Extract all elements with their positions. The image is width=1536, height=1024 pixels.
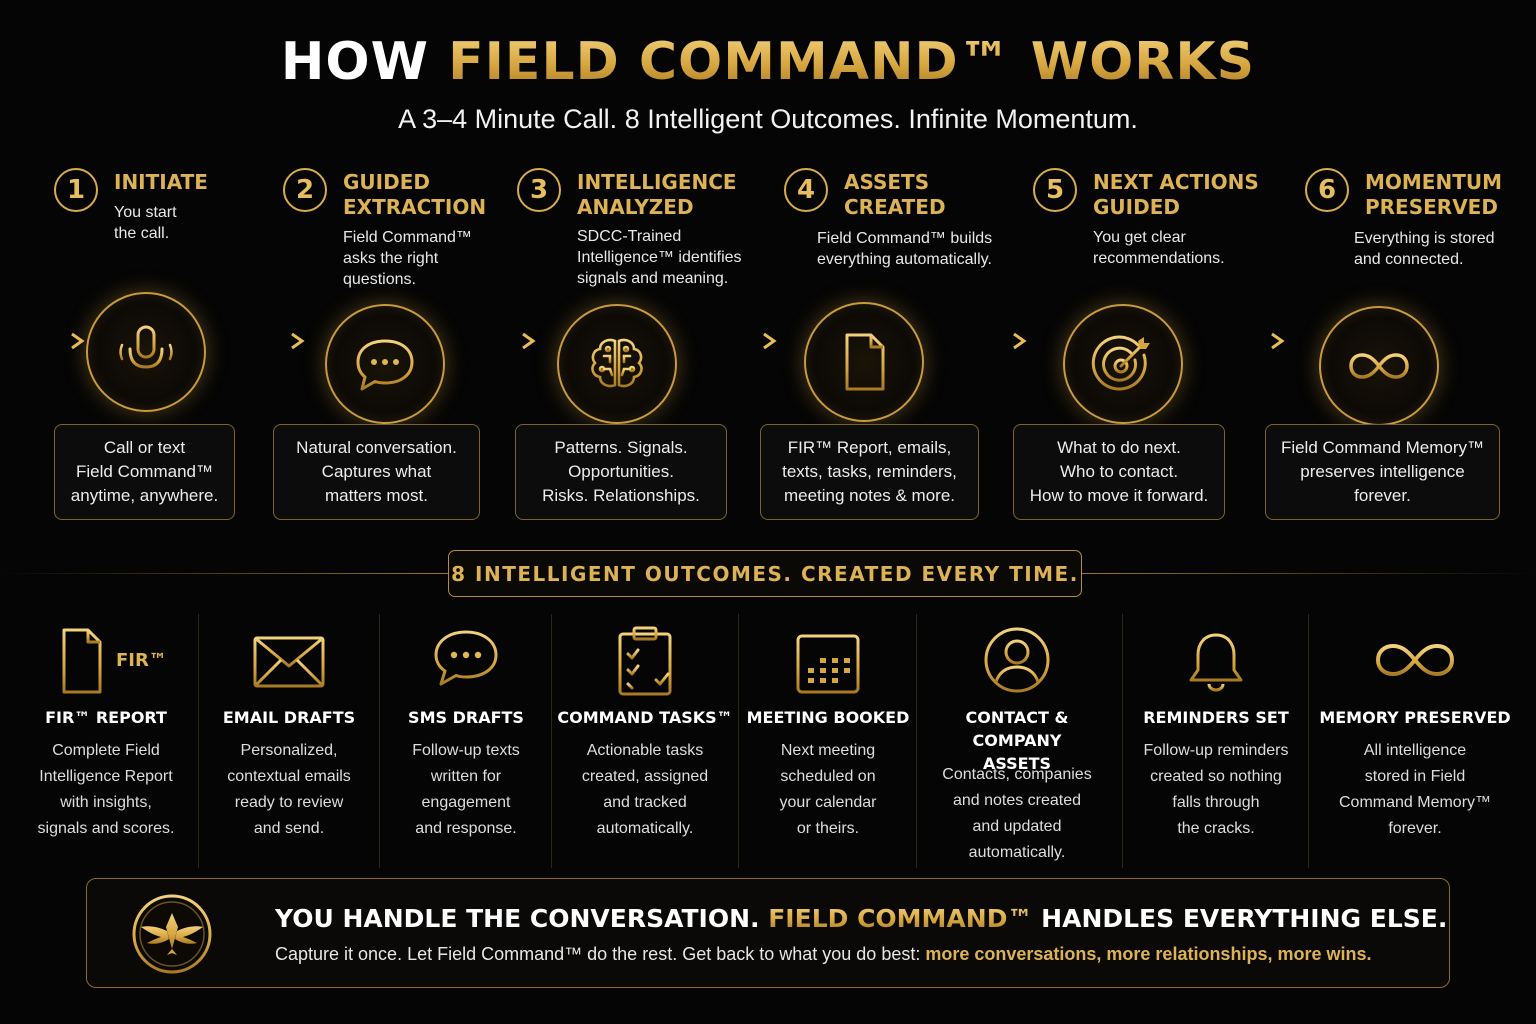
step-detail-box: Call or text Field Command™ anytime, any… <box>54 424 235 520</box>
section-divider <box>0 573 448 574</box>
winged-emblem-icon <box>132 894 212 974</box>
step-initiate: 1 INITIATE You start the call. Call or t… <box>54 166 304 526</box>
outcome-description: Complete Field Intelligence Report with … <box>37 742 175 837</box>
outcome-separator <box>1308 614 1309 868</box>
step-next-actions-guided: 5 NEXT ACTIONS GUIDED You get clear reco… <box>1013 166 1283 526</box>
outcome-description: Actionable tasks created, assigned and t… <box>581 742 709 837</box>
step-number: 4 <box>784 168 828 212</box>
step-description: Everything is stored and connected. <box>1354 230 1495 268</box>
page-title: HOW FIELD COMMAND™ WORKS <box>0 24 1536 100</box>
tagline-sub-highlight: more conversations, more relationships, … <box>925 944 1372 964</box>
outcome-sms-drafts: SMS DRAFTS Follow-up texts written for e… <box>384 612 548 874</box>
outcome-reminders-set: REMINDERS SET Follow-up reminders create… <box>1128 612 1304 874</box>
outcome-title: MEMORY PRESERVED <box>1319 708 1511 727</box>
step-description: Field Command™ asks the right questions. <box>343 229 472 288</box>
fir-icon-label: FIR™ <box>116 650 167 671</box>
outcome-title: EMAIL DRAFTS <box>222 708 356 727</box>
outcome-separator <box>551 614 552 868</box>
outcome-command-tasks: COMMAND TASKS™ Actionable tasks created,… <box>556 612 734 874</box>
flow-arrow <box>942 332 1027 350</box>
outcome-description: Personalized, contextual emails ready to… <box>227 742 351 837</box>
infinity-icon <box>1319 306 1439 426</box>
target-icon <box>1063 304 1183 424</box>
tagline-part: YOU HANDLE THE CONVERSATION. <box>275 904 769 933</box>
document-icon <box>804 302 924 422</box>
outcome-title: COMMAND TASKS™ <box>557 708 733 727</box>
flow-arrow <box>455 332 536 350</box>
outcome-email-drafts: EMAIL DRAFTS Personalized, contextual em… <box>204 612 374 874</box>
step-detail-box: Natural conversation. Captures what matt… <box>273 424 480 520</box>
step-title: INITIATE <box>114 170 208 194</box>
calendar-icon <box>743 620 913 700</box>
step-description: SDCC-Trained Intelligence™ identifies si… <box>577 228 742 287</box>
outcome-description: All intelligence stored in Field Command… <box>1338 742 1492 837</box>
step-momentum-preserved: 6 MOMENTUM PRESERVED Everything is store… <box>1265 166 1536 526</box>
step-title: GUIDED EXTRACTION <box>343 170 487 219</box>
outcome-memory-preserved: MEMORY PRESERVED All intelligence stored… <box>1314 612 1516 874</box>
outcome-title: CONTACT & COMPANY ASSETS <box>965 708 1069 773</box>
outcome-contact-company-assets: CONTACT & COMPANY ASSETS Contacts, compa… <box>920 612 1114 874</box>
step-intelligence-analyzed: 3 INTELLIGENCE ANALYZED SDCC-Trained Int… <box>515 166 767 526</box>
flow-arrow <box>22 332 85 350</box>
tagline-part: HANDLES EVERYTHING ELSE. <box>1032 904 1448 933</box>
outcome-title: REMINDERS SET <box>1143 708 1289 727</box>
outcome-separator <box>916 614 917 868</box>
flow-arrow <box>210 332 305 350</box>
outcome-description: Contacts, companies and notes created an… <box>942 766 1092 861</box>
title-highlight: FIELD COMMAND™ WORKS <box>448 32 1256 92</box>
tagline: YOU HANDLE THE CONVERSATION. FIELD COMMA… <box>275 902 1447 936</box>
outcome-separator <box>379 614 380 868</box>
fir-report-icon: FIR™ <box>20 620 192 700</box>
step-detail-box: What to do next. Who to contact. How to … <box>1013 424 1225 520</box>
step-number: 6 <box>1305 168 1349 212</box>
outcome-separator <box>738 614 739 868</box>
chat-bubble-icon <box>325 304 445 424</box>
outcome-title: FIR™ REPORT <box>45 708 167 727</box>
outcome-description: Follow-up texts written for engagement a… <box>412 742 520 837</box>
microphone-icon <box>86 292 206 412</box>
step-description: You start the call. <box>114 204 177 242</box>
clipboard-checklist-icon <box>556 620 734 700</box>
outcome-description: Next meeting scheduled on your calendar … <box>779 742 877 837</box>
outcome-meeting-booked: MEETING BOOKED Next meeting scheduled on… <box>743 612 913 874</box>
flow-arrow <box>696 332 777 350</box>
step-number: 2 <box>283 168 327 212</box>
chat-bubble-icon <box>384 620 548 700</box>
section-divider <box>1082 573 1536 574</box>
outcome-separator <box>1122 614 1123 868</box>
flow-arrow <box>1200 332 1285 350</box>
step-title: NEXT ACTIONS GUIDED <box>1093 170 1259 219</box>
outcome-title: SMS DRAFTS <box>408 708 524 727</box>
bell-icon <box>1128 620 1304 700</box>
page-subtitle: A 3–4 Minute Call. 8 Intelligent Outcome… <box>398 104 1138 134</box>
step-description: You get clear recommendations. <box>1093 229 1225 267</box>
user-circle-icon <box>920 620 1114 700</box>
step-title: INTELLIGENCE ANALYZED <box>577 170 737 219</box>
step-guided-extraction: 2 GUIDED EXTRACTION Field Command™ asks … <box>273 166 533 526</box>
title-prefix: HOW <box>280 32 449 92</box>
outcome-separator <box>198 614 199 868</box>
step-detail-box: FIR™ Report, emails, texts, tasks, remin… <box>760 424 979 520</box>
tagline-sub-part: Capture it once. Let Field Command™ do t… <box>275 944 926 964</box>
outcome-fir-report: FIR™ FIR™ REPORT Complete Field Intellig… <box>20 612 192 874</box>
outcomes-banner: 8 INTELLIGENT OUTCOMES. CREATED EVERY TI… <box>448 550 1082 597</box>
step-title: ASSETS CREATED <box>844 170 946 219</box>
step-assets-created: 4 ASSETS CREATED Field Command™ builds e… <box>760 166 1034 526</box>
step-title: MOMENTUM PRESERVED <box>1365 170 1502 219</box>
step-detail-box: Patterns. Signals. Opportunities. Risks.… <box>515 424 727 520</box>
step-detail-box: Field Command Memory™ preserves intellig… <box>1265 424 1500 520</box>
step-number: 3 <box>517 168 561 212</box>
outcome-description: Follow-up reminders created so nothing f… <box>1143 742 1289 837</box>
step-number: 5 <box>1033 168 1077 212</box>
tagline-subtext: Capture it once. Let Field Command™ do t… <box>275 941 1371 967</box>
infinity-icon <box>1314 620 1516 700</box>
brain-icon <box>557 304 677 424</box>
envelope-icon <box>204 620 374 700</box>
tagline-highlight: FIELD COMMAND™ <box>768 904 1033 933</box>
outcome-title: MEETING BOOKED <box>746 708 910 727</box>
step-description: Field Command™ builds everything automat… <box>817 230 993 268</box>
tagline-box: YOU HANDLE THE CONVERSATION. FIELD COMMA… <box>86 878 1450 988</box>
step-number: 1 <box>54 168 98 212</box>
